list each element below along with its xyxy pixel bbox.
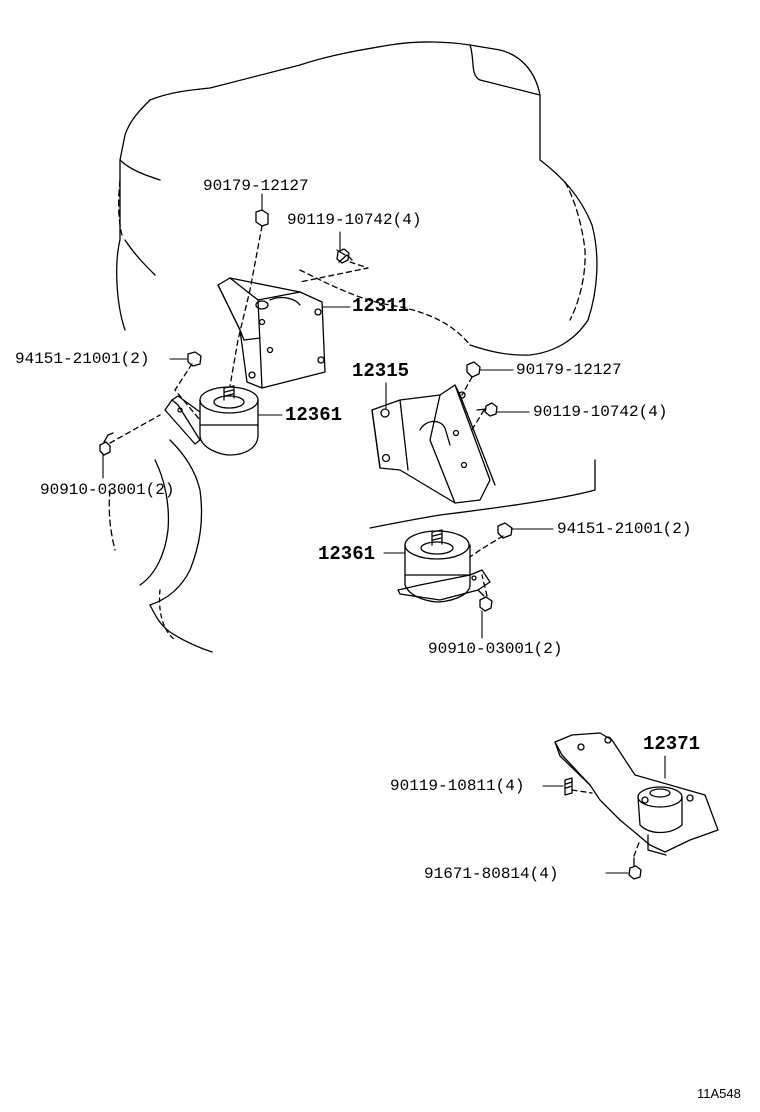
leader-lines xyxy=(102,193,666,874)
part-number-94151-21001-right[interactable]: 94151-21001(2) xyxy=(557,520,692,538)
fasteners xyxy=(99,209,642,880)
part-number-91671-80814[interactable]: 91671-80814(4) xyxy=(424,865,559,883)
bolt-left xyxy=(99,441,111,456)
bolt-12371-side xyxy=(564,777,573,796)
figure-reference: 11A548 xyxy=(697,1086,741,1101)
bracket-12311 xyxy=(217,277,326,389)
alignment-lines xyxy=(109,225,641,857)
part-number-90910-03001-right[interactable]: 90910-03001(2) xyxy=(428,640,563,658)
part-number-90179-12127-upper[interactable]: 90179-12127 xyxy=(203,177,309,195)
mount-12371 xyxy=(554,732,719,856)
bolt-upper-left xyxy=(336,249,353,263)
engine-outline xyxy=(108,41,598,653)
bolt-lower-right xyxy=(479,596,493,612)
part-number-90910-03001-left[interactable]: 90910-03001(2) xyxy=(40,481,175,499)
bracket-12315 xyxy=(371,384,496,504)
part-number-90119-10742-upper[interactable]: 90119-10742(4) xyxy=(287,211,422,229)
nut-lower-right xyxy=(497,522,513,539)
nut-upper-left xyxy=(255,209,269,227)
part-number-12311[interactable]: 12311 xyxy=(352,295,410,317)
part-number-90119-10742-right[interactable]: 90119-10742(4) xyxy=(533,403,668,421)
nut-left xyxy=(187,351,202,367)
part-number-12361-left[interactable]: 12361 xyxy=(285,404,343,426)
part-number-12371[interactable]: 12371 xyxy=(643,733,701,755)
part-number-12315[interactable]: 12315 xyxy=(352,360,410,382)
part-number-90119-10811[interactable]: 90119-10811(4) xyxy=(390,777,525,795)
part-number-94151-21001-left[interactable]: 94151-21001(2) xyxy=(15,350,150,368)
bolt-12371-bottom xyxy=(628,865,642,880)
insulator-12361-left xyxy=(164,385,259,456)
bolt-right xyxy=(484,402,498,417)
part-number-90179-12127-right[interactable]: 90179-12127 xyxy=(516,361,622,379)
nut-right xyxy=(466,361,481,378)
part-number-12361-right[interactable]: 12361 xyxy=(318,543,376,565)
insulator-12361-right xyxy=(397,529,491,603)
